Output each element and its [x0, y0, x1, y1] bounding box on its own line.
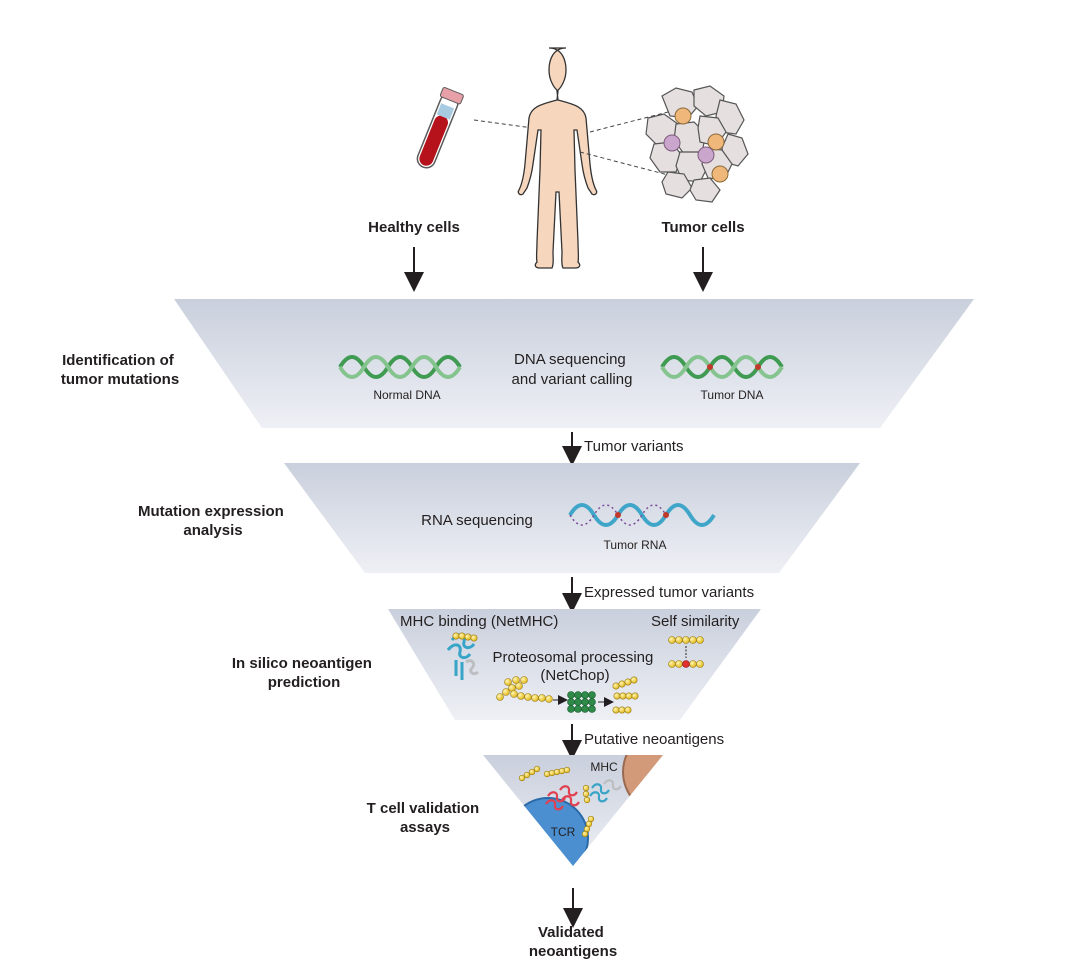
tcr-label: TCR	[551, 825, 576, 839]
t-cell-shape	[507, 797, 589, 866]
validated-neoantigens-label: Validated neoantigens	[529, 924, 617, 960]
tcr-molecule-icon	[545, 785, 580, 811]
mhc-complex-icon	[589, 779, 622, 803]
mhc-binding-label: MHC binding (NetMHC)	[400, 613, 558, 630]
dna-method-label: DNA sequencing and variant calling	[512, 351, 633, 388]
normal-dna-caption: Normal DNA	[373, 388, 440, 402]
expressed-variants-label: Expressed tumor variants	[584, 584, 754, 601]
stage-1-label: Identification of tumor mutations	[61, 352, 179, 388]
funnel-stage-2	[284, 463, 860, 573]
tumor-dna-icon	[660, 355, 784, 379]
mhc-label: MHC	[590, 760, 618, 774]
stage-3-label: In silico neoantigen prediction	[232, 655, 376, 691]
stage-4-label: T cell validation assays	[367, 800, 484, 836]
human-body-icon	[517, 47, 598, 269]
funnel-stage-3	[388, 609, 761, 720]
funnel-stage-1	[174, 299, 974, 428]
tumor-variants-label: Tumor variants	[584, 438, 683, 455]
tumor-cells-label: Tumor cells	[661, 219, 744, 236]
tumor-rna-icon	[568, 503, 716, 527]
stage-2-label: Mutation expression analysis	[138, 503, 288, 539]
self-similarity-label: Self similarity	[651, 613, 740, 630]
putative-neoantigens-label: Putative neoantigens	[584, 731, 724, 748]
mhc-molecule-icon	[446, 632, 480, 680]
normal-dna-icon	[338, 355, 462, 379]
dashed-connector-right-bottom	[579, 151, 673, 177]
self-similarity-icon	[668, 636, 704, 668]
tumor-rna-caption: Tumor RNA	[604, 538, 667, 552]
rna-method-label: RNA sequencing	[421, 512, 533, 529]
proteosomal-processing-label: Proteosomal processing (NetChop)	[492, 649, 657, 684]
free-peptides-icon	[518, 765, 595, 838]
tumor-dna-caption: Tumor DNA	[701, 388, 764, 402]
healthy-cells-label: Healthy cells	[368, 219, 460, 236]
tumor-cells-icon	[645, 85, 749, 203]
blood-tube-icon	[416, 87, 464, 169]
proteasome-cleavage-icon	[496, 676, 639, 714]
